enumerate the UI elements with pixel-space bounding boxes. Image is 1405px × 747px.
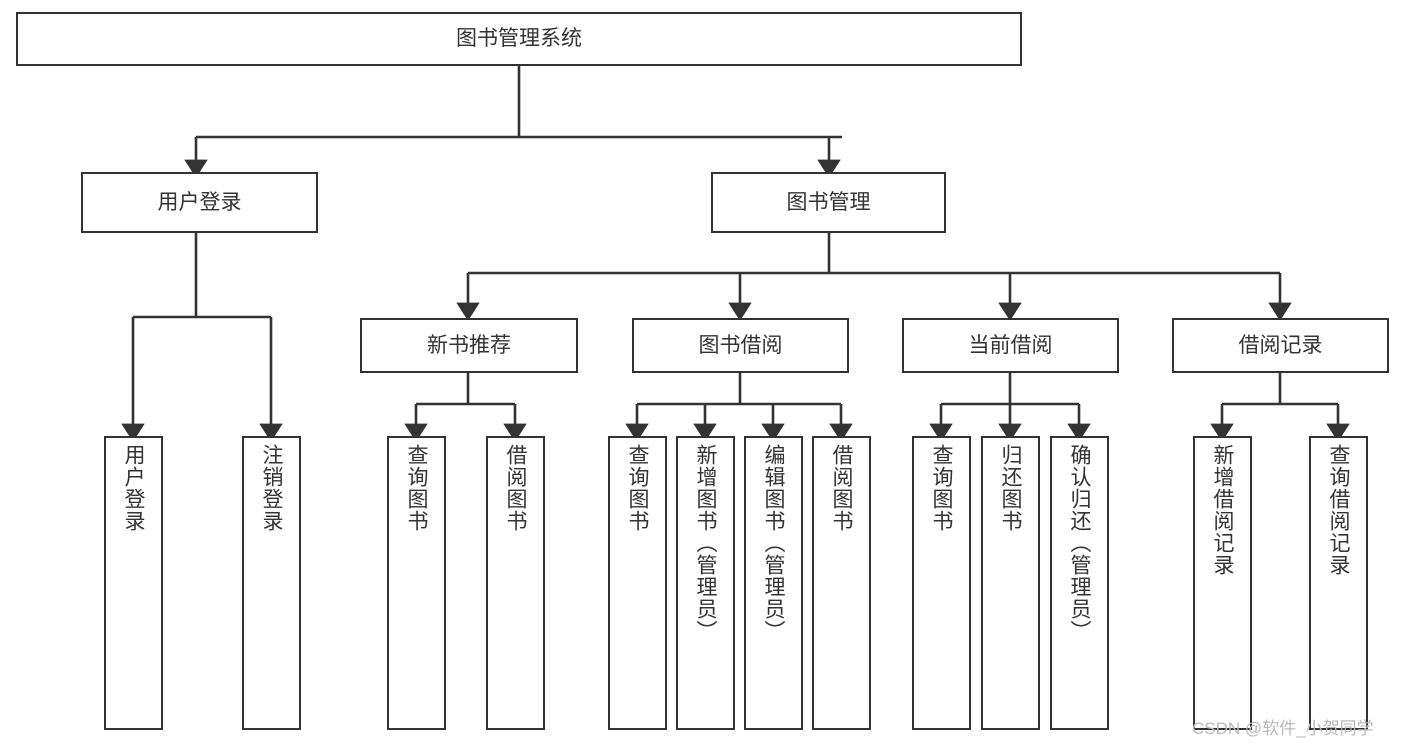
leaf-newbook-borrow-book[interactable]: 借阅图书 — [486, 436, 545, 730]
node-label: 借阅图书 — [504, 444, 527, 532]
leaf-logout[interactable]: 注销登录 — [242, 436, 301, 730]
node-label: 查询图书 — [626, 444, 649, 532]
node-label: 当前借阅 — [968, 333, 1053, 357]
node-label: 图书管理 — [786, 190, 871, 214]
node-label: 用户登录 — [157, 190, 242, 214]
node-book-borrow[interactable]: 图书借阅 — [632, 318, 849, 373]
leaf-records-add-record[interactable]: 新增借阅记录 — [1193, 436, 1252, 730]
node-label: 编辑图书（管理员） — [762, 444, 785, 642]
leaf-borrow-query-book[interactable]: 查询图书 — [608, 436, 667, 730]
leaf-newbook-query-book[interactable]: 查询图书 — [387, 436, 446, 730]
leaf-current-confirm-return-admin[interactable]: 确认归还（管理员） — [1050, 436, 1109, 730]
node-user-login[interactable]: 用户登录 — [81, 172, 318, 233]
node-label: 归还图书 — [999, 444, 1022, 532]
node-label: 注销登录 — [260, 444, 283, 532]
node-label: 确认归还（管理员） — [1068, 444, 1091, 642]
node-label: 借阅记录 — [1238, 333, 1323, 357]
node-label: 图书管理系统 — [456, 27, 582, 51]
node-label: 查询图书 — [930, 444, 953, 532]
csdn-watermark: CSDN @软件_小贺同学 — [1192, 719, 1374, 738]
leaf-records-query-record[interactable]: 查询借阅记录 — [1309, 436, 1368, 730]
node-label: 新书推荐 — [427, 333, 511, 357]
node-label: 图书借阅 — [698, 333, 783, 357]
node-label: 查询借阅记录 — [1327, 444, 1350, 576]
node-label: 新增图书（管理员） — [694, 444, 717, 642]
leaf-current-return-book[interactable]: 归还图书 — [981, 436, 1040, 730]
node-current-borrow[interactable]: 当前借阅 — [902, 318, 1119, 373]
leaf-borrow-edit-book-admin[interactable]: 编辑图书（管理员） — [744, 436, 803, 730]
node-book-management[interactable]: 图书管理 — [711, 172, 946, 233]
node-label: 借阅图书 — [830, 444, 853, 532]
leaf-user-login[interactable]: 用户登录 — [104, 436, 163, 730]
node-label: 新增借阅记录 — [1211, 444, 1234, 576]
node-root-system[interactable]: 图书管理系统 — [16, 12, 1022, 66]
node-new-book-recommend[interactable]: 新书推荐 — [360, 318, 578, 373]
leaf-borrow-borrow-book[interactable]: 借阅图书 — [812, 436, 871, 730]
leaf-current-query-book[interactable]: 查询图书 — [912, 436, 971, 730]
node-borrow-records[interactable]: 借阅记录 — [1172, 318, 1389, 373]
leaf-borrow-add-book-admin[interactable]: 新增图书（管理员） — [676, 436, 735, 730]
node-label: 查询图书 — [405, 444, 428, 532]
node-label: 用户登录 — [122, 444, 145, 532]
